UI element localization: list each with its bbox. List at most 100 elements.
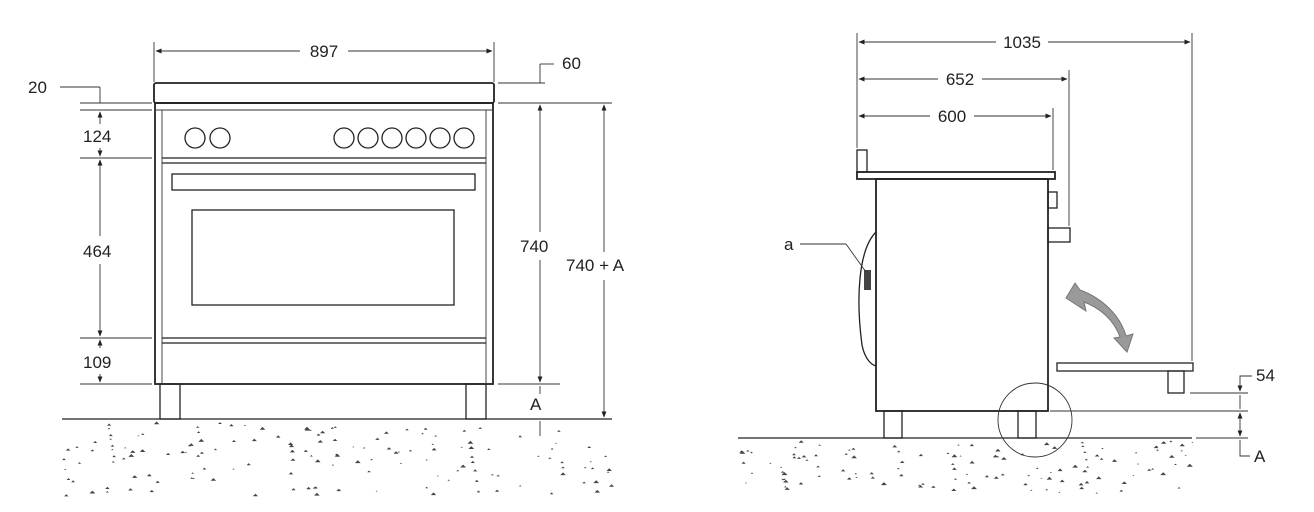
gravel-mark [855, 476, 858, 478]
gravel-mark [316, 433, 321, 436]
gravel-mark [474, 479, 479, 482]
gravel-mark [1030, 489, 1033, 491]
gravel-mark [190, 477, 194, 479]
gravel-mark [593, 480, 600, 484]
gravel-mark [397, 451, 401, 453]
gravel-mark [590, 467, 595, 470]
gravel-mark [153, 421, 160, 425]
gravel-mark [784, 486, 787, 488]
gravel-mark [1035, 467, 1039, 469]
gravel-mark [969, 443, 975, 447]
gravel-mark [954, 478, 957, 480]
side-open-door [1056, 362, 1194, 372]
gravel-mark [606, 471, 610, 473]
front-knobs-right [333, 127, 475, 149]
gravel-mark [405, 428, 409, 431]
gravel-mark [191, 472, 194, 474]
gravel-mark [750, 451, 753, 454]
gravel-mark [71, 480, 75, 483]
dim-line [1239, 440, 1250, 457]
gravel-mark [184, 451, 188, 453]
gravel-mark [995, 448, 1001, 452]
gravel-mark [780, 466, 783, 468]
gravel-mark [421, 432, 424, 435]
gravel-mark [108, 434, 113, 437]
gravel-mark [1081, 445, 1085, 447]
dim-door-gap-54: 54 [1256, 366, 1275, 385]
gravel-mark [1134, 452, 1138, 454]
dim-adjust-a-front: A [530, 395, 542, 414]
side-door-handle [1167, 370, 1185, 394]
gravel-mark [897, 450, 901, 453]
gravel-mark [469, 455, 475, 458]
side-handle-curve [858, 231, 877, 367]
gravel-mark [769, 462, 772, 464]
gravel-mark [436, 475, 439, 477]
gravel-mark [290, 458, 296, 461]
gravel-mark [741, 461, 746, 464]
gravel-mark [375, 437, 380, 440]
gravel-mark [750, 472, 754, 474]
gravel-mark [1184, 454, 1187, 456]
gravel-mark [275, 435, 281, 438]
gravel-mark [899, 474, 904, 477]
knob-icon [429, 127, 451, 149]
gravel-mark [1058, 491, 1061, 493]
label-a-leader [845, 243, 867, 273]
gravel-mark [967, 481, 971, 484]
gravel-mark [854, 472, 858, 475]
gravel-mark [213, 448, 218, 451]
gravel-mark [198, 438, 205, 442]
gravel-mark [550, 448, 554, 450]
dim-worktop-20: 20 [28, 78, 47, 97]
gravel-mark [314, 492, 320, 496]
gravel-mark [537, 455, 540, 457]
gravel-mark [180, 450, 186, 454]
gravel-mark [187, 444, 192, 447]
gravel-mark [315, 486, 318, 489]
gravel-mark [993, 476, 999, 479]
knob-icon [405, 127, 427, 149]
gravel-mark [1000, 473, 1005, 476]
gravel-mark [246, 463, 251, 466]
gravel-mark [792, 453, 796, 456]
knob-icon [357, 127, 379, 149]
gravel-mark [784, 487, 790, 490]
gravel-mark [992, 454, 999, 458]
gravel-mark [892, 445, 898, 448]
gravel-mark [946, 452, 950, 454]
gravel-mark [478, 427, 482, 429]
gravel-mark [817, 475, 821, 477]
gravel-mark [128, 454, 135, 457]
dim-adjust-a-side: A [1254, 447, 1266, 466]
gravel-mark [606, 468, 612, 471]
side-knob-icon [1047, 227, 1071, 243]
gravel-mark [818, 444, 821, 446]
gravel-mark [560, 461, 564, 464]
gravel-mark [847, 477, 852, 480]
gravel-mark [496, 474, 500, 477]
gravel-mark [111, 448, 114, 451]
gravel-mark [430, 492, 437, 496]
side-backguard [856, 149, 868, 173]
gravel-mark [1040, 477, 1043, 479]
gravel-mark [431, 447, 437, 451]
front-body [154, 102, 494, 385]
gravel-mark [781, 472, 788, 476]
gravel-mark [594, 489, 600, 493]
gravel-mark [587, 446, 592, 448]
gravel-mark [423, 427, 428, 430]
knob-icon [453, 127, 475, 149]
gravel-mark [1174, 463, 1177, 465]
dim-depth-600: 600 [938, 107, 966, 126]
gravel-mark [792, 456, 797, 459]
side-knob-icon [1047, 191, 1058, 209]
gravel-mark [320, 430, 326, 434]
gravel-mark [801, 455, 807, 458]
gravel-mark [1086, 466, 1090, 468]
gravel-mark [289, 449, 295, 453]
gravel-mark [548, 457, 552, 459]
gravel-mark [468, 446, 475, 449]
gravel-mark [951, 488, 957, 491]
gravel-mark [782, 478, 786, 480]
